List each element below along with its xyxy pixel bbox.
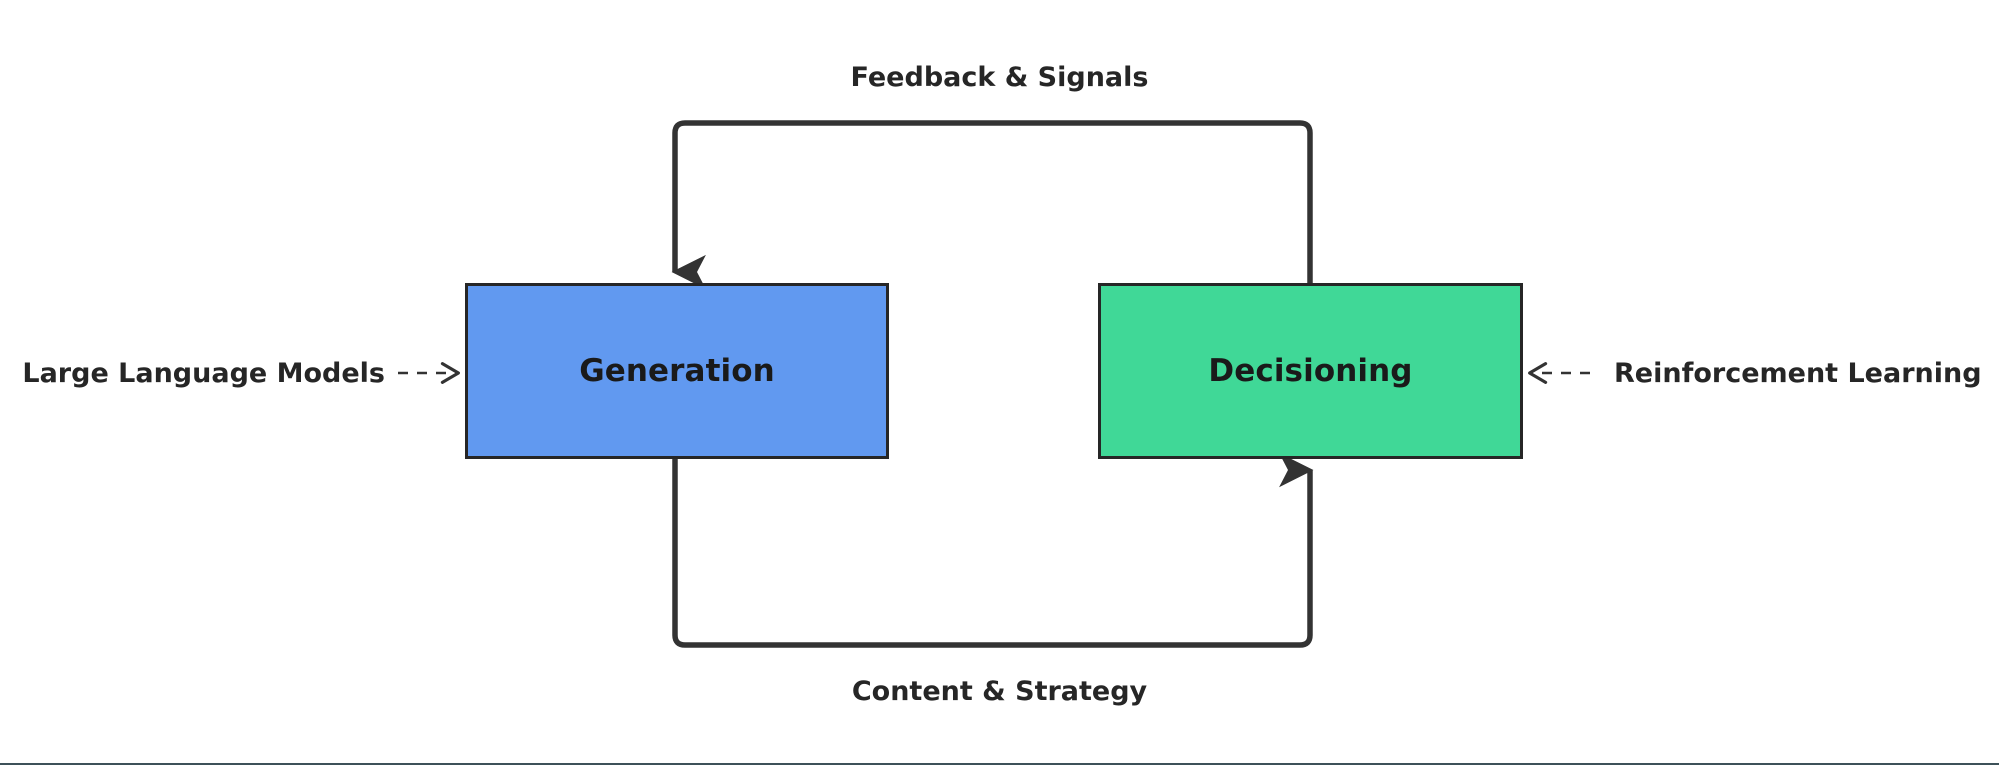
edge-label-content-strategy: Content & Strategy [851,676,1148,707]
edge-label-reinforcement-learning: Reinforcement Learning [1614,358,1982,389]
node-generation-label: Generation [579,353,775,389]
node-generation[interactable]: Generation [465,283,889,459]
edge-label-large-language-models: Large Language Models [22,358,385,389]
edge-label-feedback-signals: Feedback & Signals [850,62,1149,93]
edge-content-strategy-path [672,452,1314,648]
edge-feedback-signals-path [671,120,1313,290]
node-decisioning-label: Decisioning [1208,353,1413,389]
node-decisioning[interactable]: Decisioning [1098,283,1523,459]
footer-divider [0,763,1999,765]
